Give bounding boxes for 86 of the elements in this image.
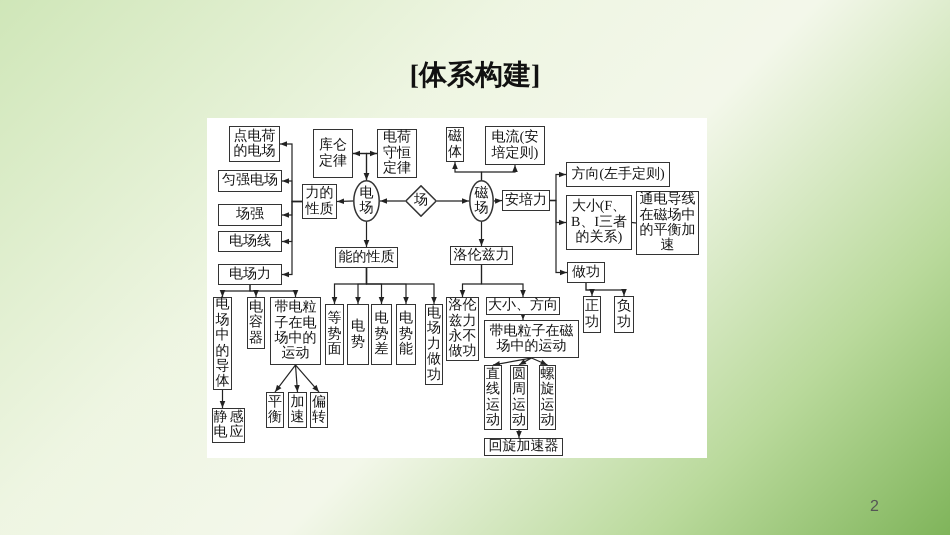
concept-label: 电场中的导体 bbox=[214, 297, 230, 390]
arrow bbox=[480, 265, 526, 297]
concept-ellipse bbox=[353, 180, 380, 222]
arrow bbox=[492, 357, 532, 366]
concept-label: 电流(安培定则) bbox=[490, 130, 540, 161]
decision-diamond bbox=[405, 185, 437, 217]
concept-label: 电荷守恒定律 bbox=[382, 130, 412, 177]
arrow bbox=[336, 198, 354, 204]
concept-box bbox=[396, 304, 416, 365]
arrow bbox=[585, 283, 627, 296]
concept-label: 电容器 bbox=[248, 300, 264, 346]
arrow bbox=[249, 285, 298, 297]
concept-label: 电势 bbox=[350, 319, 366, 350]
concept-label: 回旋加速器 bbox=[488, 439, 558, 455]
arrow bbox=[437, 198, 469, 204]
concept-label: 直线运动 bbox=[485, 366, 501, 428]
concept-label: 做功 bbox=[572, 264, 600, 280]
concept-label: 点电荷的电场 bbox=[232, 128, 276, 160]
concept-label: 带电粒子在磁场中的运动 bbox=[488, 324, 574, 354]
arrow bbox=[274, 364, 296, 392]
concept-box bbox=[484, 438, 563, 456]
arrow bbox=[295, 364, 320, 392]
concept-box bbox=[450, 246, 513, 265]
concept-label: 电场力 bbox=[229, 266, 271, 282]
concept-label: 平衡 bbox=[267, 394, 283, 426]
arrow bbox=[353, 150, 377, 156]
concept-label: 能的性质 bbox=[338, 250, 394, 266]
concept-label: 螺旋运动 bbox=[540, 366, 555, 428]
arrow bbox=[364, 152, 377, 180]
concept-box bbox=[347, 304, 369, 365]
concept-label: 带电粒子在电场中的运动 bbox=[274, 300, 318, 362]
concept-label: 场强 bbox=[236, 207, 264, 223]
concept-label: 场 bbox=[414, 193, 428, 209]
page-number: 2 bbox=[870, 498, 879, 516]
concept-label: 电势差 bbox=[374, 311, 390, 358]
concept-box bbox=[566, 162, 670, 187]
concept-label: 方向(左手定则) bbox=[571, 166, 665, 182]
concept-label: 大小、方向 bbox=[488, 298, 558, 314]
arrow bbox=[520, 313, 526, 320]
concept-box bbox=[218, 231, 282, 252]
concept-label: 大小(F、B、I三者的关系) bbox=[570, 199, 628, 246]
arrow bbox=[480, 165, 518, 180]
concept-label: 电场力做功 bbox=[426, 306, 442, 383]
arrow bbox=[550, 200, 567, 276]
concept-box bbox=[325, 304, 344, 365]
concept-label: 等势面 bbox=[326, 311, 342, 358]
concept-box bbox=[485, 126, 545, 165]
arrow bbox=[531, 357, 548, 366]
concept-label: 匀强电场 bbox=[222, 173, 278, 189]
concept-label: 负功 bbox=[616, 299, 632, 330]
concept-label: 静电感应 bbox=[214, 410, 244, 441]
concept-label: 库仑定律 bbox=[318, 138, 348, 169]
arrow bbox=[282, 200, 302, 278]
concept-box bbox=[313, 129, 353, 178]
concept-label: 圆周运动 bbox=[511, 366, 527, 428]
concept-label: 加速 bbox=[290, 394, 306, 426]
arrow bbox=[478, 222, 484, 246]
concept-label: 通电导线在磁场中的平衡加速 bbox=[638, 192, 696, 254]
arrow bbox=[220, 390, 226, 408]
arrow bbox=[516, 430, 522, 438]
concept-label: 电势能 bbox=[398, 311, 414, 358]
concept-label: 电场 bbox=[358, 186, 374, 216]
arrow bbox=[494, 198, 502, 204]
arrow bbox=[366, 268, 437, 304]
concept-label: 安培力 bbox=[505, 192, 547, 208]
concept-box bbox=[371, 304, 392, 365]
arrow bbox=[518, 357, 532, 366]
concept-box bbox=[583, 296, 601, 333]
concept-label: 正功 bbox=[584, 299, 600, 330]
concept-box bbox=[335, 247, 398, 268]
concept-box bbox=[218, 264, 282, 285]
concept-label: 力的性质 bbox=[304, 186, 334, 217]
concept-box bbox=[567, 262, 605, 283]
concept-label: 电场线 bbox=[229, 234, 271, 250]
slide-title: [体系构建] bbox=[408, 59, 542, 93]
concept-label: 磁体 bbox=[447, 129, 463, 160]
arrow bbox=[380, 198, 405, 204]
concept-box bbox=[218, 170, 282, 192]
concept-ellipse bbox=[469, 180, 494, 222]
concept-label: 洛伦兹力永不做功 bbox=[448, 298, 478, 360]
arrow bbox=[364, 222, 370, 247]
concept-label: 洛伦兹力 bbox=[454, 248, 510, 264]
arrow bbox=[294, 364, 300, 392]
concept-label: 磁场 bbox=[474, 186, 490, 216]
concept-label: 偏转 bbox=[311, 394, 327, 426]
concept-box bbox=[218, 204, 282, 226]
